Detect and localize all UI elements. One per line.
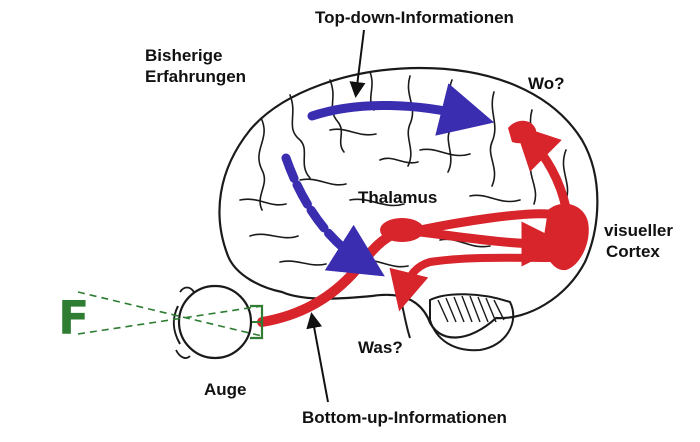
visual-cortex-label-line1: visueller (604, 221, 673, 240)
top-down-pathway (281, 83, 495, 277)
brain-stem (399, 295, 411, 339)
what-label: Was? (358, 338, 403, 357)
prior-experience-label-line1: Bisherige (145, 46, 223, 65)
cerebellum-folds (437, 295, 505, 323)
eye (172, 284, 264, 360)
top-down-label: Top-down-Informationen (315, 8, 514, 27)
prior-experience-label-line2: Erfahrungen (145, 67, 247, 86)
visual-cortex-label-line2: Cortex (606, 242, 660, 261)
bottom-up-pointer (306, 312, 329, 403)
top-down-pointer (349, 29, 366, 98)
visual-field-lines (77, 291, 263, 337)
brain-outline (218, 66, 599, 339)
brain-sulci (239, 71, 569, 268)
cerebellum (429, 293, 515, 352)
bottom-up-label: Bottom-up-Informationen (302, 408, 507, 427)
thalamus-label: Thalamus (358, 188, 438, 207)
eye-label: Auge (204, 380, 247, 399)
where-label: Wo? (528, 74, 565, 93)
stimulus-letter: F (58, 291, 89, 345)
